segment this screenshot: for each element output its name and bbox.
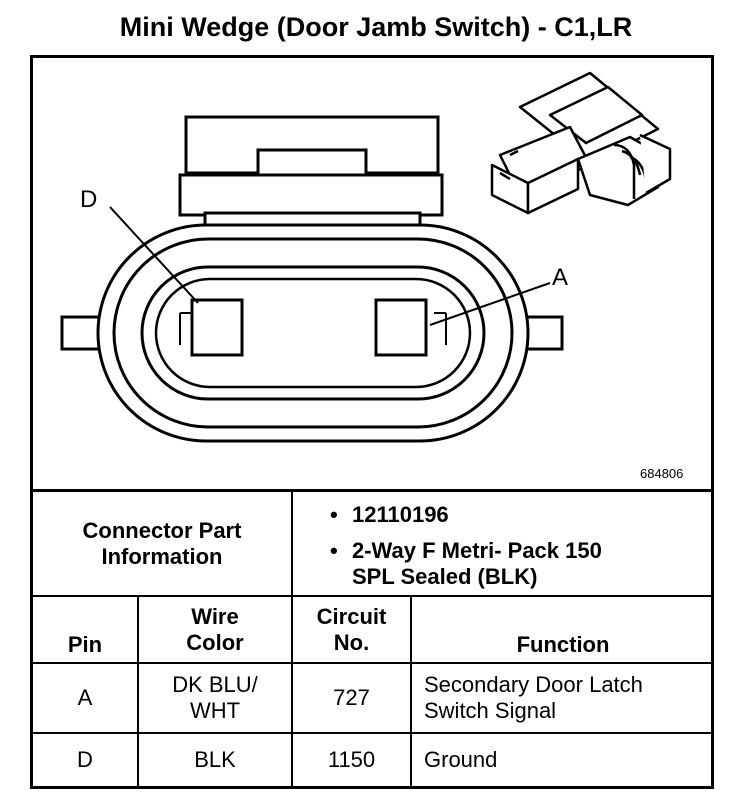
row-a-circuit: 727: [333, 685, 370, 710]
col-divider-1: [137, 596, 139, 789]
row-a-function-line1: Secondary Door Latch: [424, 672, 643, 697]
col-divider-3: [410, 596, 412, 789]
row-a-bottom-border: [30, 732, 714, 734]
header-circuit-line2: No.: [333, 629, 370, 655]
row-a-function-line2: Switch Signal: [424, 698, 557, 723]
row-d-wire-color: BLK: [194, 747, 236, 772]
header-wire-color: Wire Color: [139, 597, 291, 662]
connector-isometric-icon: [490, 71, 672, 215]
part-number: 12110196: [352, 502, 449, 527]
figure-number: 684806: [640, 466, 684, 481]
row-a-wire-line1: DK BLU/: [172, 672, 258, 697]
page-title: Mini Wedge (Door Jamb Switch) - C1,LR: [119, 12, 633, 42]
connector-description-line2: SPL Sealed (BLK): [352, 564, 538, 589]
pin-d-label: D: [80, 186, 97, 213]
bullet-icon: •: [330, 538, 338, 563]
row-a-wire-color: DK BLU/ WHT: [139, 664, 291, 732]
row-a-function: Secondary Door Latch Switch Signal: [424, 664, 712, 732]
header-circuit-line1: Circuit: [316, 603, 387, 629]
row-d-function: Ground: [424, 747, 498, 772]
row-a-pin: A: [77, 685, 93, 710]
terminal-a: [374, 298, 428, 357]
connector-description-line1: 2-Way F Metri- Pack 150: [352, 538, 602, 563]
table-top-border: [30, 489, 714, 492]
description-continuation: SPL Sealed (BLK): [352, 564, 537, 590]
header-wire-line2: Color: [186, 629, 244, 655]
connector-info-heading-line1: Connector Part: [82, 517, 242, 543]
pin-a-label: A: [552, 264, 568, 291]
row-d-circuit: 1150: [327, 747, 376, 772]
header-wire-line1: Wire: [191, 603, 239, 629]
col-divider-2: [291, 596, 293, 789]
row-d-pin: D: [77, 747, 93, 772]
header-function: Function: [516, 632, 610, 657]
connector-info-heading: Connector Part Information: [33, 492, 291, 595]
diagram-frame: [30, 55, 714, 789]
connector-face-diagram: D A: [60, 71, 672, 443]
header-pin: Pin: [67, 632, 103, 657]
description-bullet: • 2-Way F Metri- Pack 150: [330, 538, 602, 564]
header-circuit-no: Circuit No.: [293, 597, 410, 662]
bullet-icon: •: [330, 502, 338, 527]
row-a-wire-line2: WHT: [189, 698, 241, 723]
info-divider: [291, 491, 293, 597]
header-bottom-border: [30, 662, 714, 664]
connector-info-heading-line2: Information: [101, 543, 223, 569]
terminal-d: [190, 298, 244, 357]
info-bottom-border: [30, 595, 714, 597]
part-number-bullet: • 12110196: [330, 502, 449, 528]
